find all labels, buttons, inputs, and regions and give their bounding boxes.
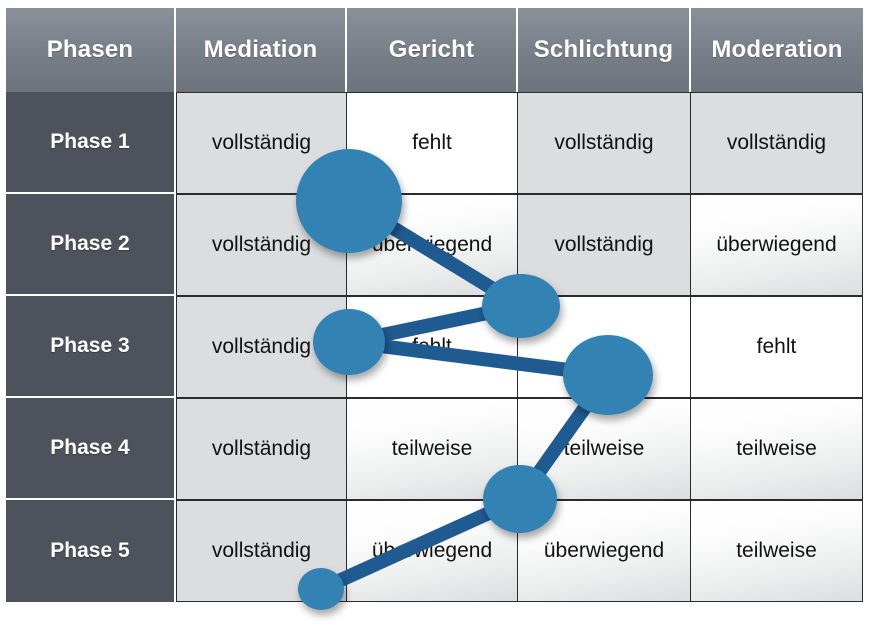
row-label-phase-5: Phase 5 [6, 500, 176, 602]
cell-phase5-schlichtung: überwiegend [518, 500, 691, 602]
column-header-phasen: Phasen [6, 8, 176, 92]
row-label-phase-1: Phase 1 [6, 92, 176, 194]
column-header-moderation: Moderation [691, 8, 863, 92]
table-row: Phase 3 vollständig fehlt fehlt [6, 296, 863, 398]
cell-phase2-gericht: überwiegend [347, 194, 518, 296]
cell-phase4-gericht: teilweise [347, 398, 518, 500]
cell-phase1-schlichtung: vollständig [518, 92, 691, 194]
column-header-mediation: Mediation [176, 8, 347, 92]
cell-phase4-mediation: vollständig [176, 398, 347, 500]
cell-phase5-mediation: vollständig [176, 500, 347, 602]
cell-phase4-moderation: teilweise [691, 398, 863, 500]
table-header-row: Phasen Mediation Gericht Schlichtung Mod… [6, 8, 863, 92]
cell-phase2-moderation: überwiegend [691, 194, 863, 296]
row-label-phase-4: Phase 4 [6, 398, 176, 500]
cell-phase3-schlichtung [518, 296, 691, 398]
cell-phase3-moderation: fehlt [691, 296, 863, 398]
column-header-gericht: Gericht [347, 8, 518, 92]
cell-phase1-mediation: vollständig [176, 92, 347, 194]
cell-phase2-schlichtung: vollständig [518, 194, 691, 296]
cell-phase3-gericht: fehlt [347, 296, 518, 398]
table-row: Phase 1 vollständig fehlt vollständig vo… [6, 92, 863, 194]
column-header-schlichtung: Schlichtung [518, 8, 691, 92]
table-row: Phase 2 vollständig überwiegend vollstän… [6, 194, 863, 296]
table-row: Phase 5 vollständig überwiegend überwieg… [6, 500, 863, 602]
row-label-phase-3: Phase 3 [6, 296, 176, 398]
table-row: Phase 4 vollständig teilweise teilweise … [6, 398, 863, 500]
cell-phase2-mediation: vollständig [176, 194, 347, 296]
phases-comparison-table: Phasen Mediation Gericht Schlichtung Mod… [6, 8, 863, 602]
cell-phase1-moderation: vollständig [691, 92, 863, 194]
cell-phase5-moderation: teilweise [691, 500, 863, 602]
row-label-phase-2: Phase 2 [6, 194, 176, 296]
cell-phase5-gericht: überwiegend [347, 500, 518, 602]
cell-phase3-mediation: vollständig [176, 296, 347, 398]
cell-phase1-gericht: fehlt [347, 92, 518, 194]
cell-phase4-schlichtung: teilweise [518, 398, 691, 500]
